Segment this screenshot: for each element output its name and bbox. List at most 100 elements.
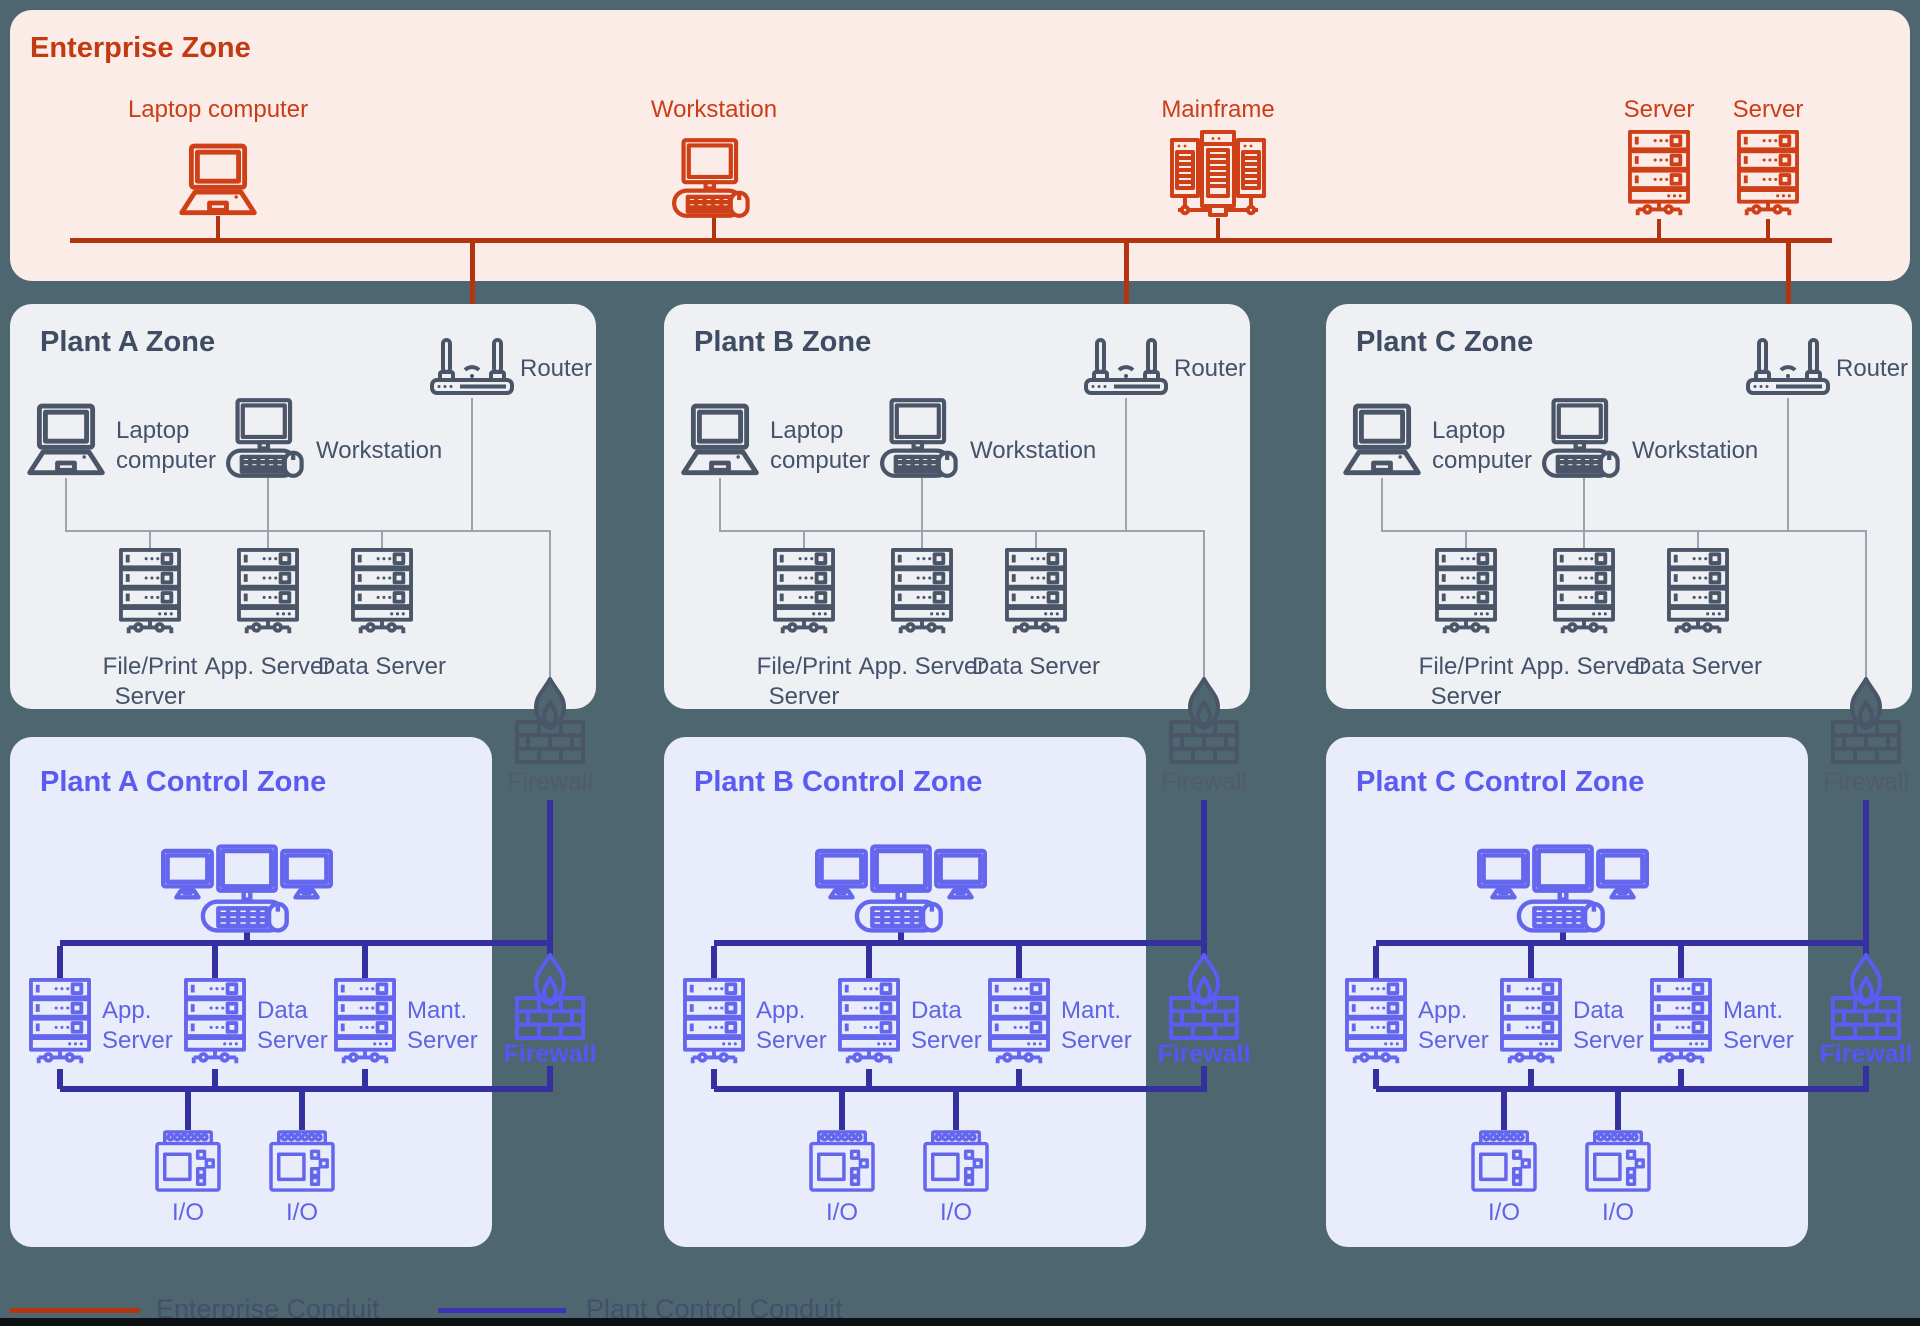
connector-line — [1201, 1066, 1207, 1090]
plant-control-conduit-line — [547, 800, 553, 958]
io-module-icon — [155, 1130, 221, 1192]
connector-line — [1016, 946, 1022, 978]
control-workstation-icon — [1477, 842, 1649, 935]
firewall-icon — [514, 952, 586, 1040]
enterprise-zone: Enterprise Zone Laptop computer Workstat… — [10, 10, 1910, 281]
connector-line — [1863, 1066, 1869, 1090]
server-label: App. Server — [102, 997, 173, 1054]
server-label: File/Print Server — [756, 653, 852, 710]
connector-line — [471, 398, 473, 531]
workstation-icon — [226, 398, 310, 478]
plant-control-conduit-line — [1863, 800, 1869, 958]
device-label: Workstation — [970, 437, 1097, 464]
io-module-icon — [1585, 1130, 1651, 1192]
server-label: Data Server — [317, 653, 447, 680]
laptop-icon — [1336, 402, 1428, 478]
connector-line — [65, 478, 67, 531]
device-label: Server — [1732, 96, 1804, 123]
enterprise-conduit-drop — [1786, 240, 1791, 336]
connector-line — [57, 1069, 63, 1089]
device-label: Server — [1623, 96, 1695, 123]
server-label: Mant. Server — [407, 997, 478, 1054]
server-icon — [836, 978, 902, 1069]
plant-zone-title: Plant A Zone — [40, 326, 216, 358]
firewall-label: Firewall — [1157, 1040, 1251, 1068]
server-label: App. Server — [204, 653, 332, 680]
firewall-label: Firewall — [1819, 1040, 1913, 1068]
server-icon — [1551, 548, 1617, 639]
server-label: App. Server — [858, 653, 986, 680]
connector-line — [866, 946, 872, 978]
enterprise-bus-line — [70, 238, 1832, 243]
firewall-icon — [1830, 952, 1902, 1040]
server-icon — [1498, 978, 1564, 1069]
firewall-label: Firewall — [503, 1040, 597, 1068]
enterprise-conduit-drop — [470, 240, 475, 336]
firewall-label: Firewall — [506, 768, 594, 796]
connector-line — [1615, 1092, 1621, 1130]
laptop-icon — [20, 402, 112, 478]
connector-line — [185, 1092, 191, 1130]
server-label: Data Server — [911, 997, 982, 1054]
device-label: Workstation — [650, 96, 778, 123]
legend-plant-control-swatch — [438, 1308, 566, 1313]
control-zone-title: Plant C Control Zone — [1356, 766, 1645, 798]
firewall-link-line — [1203, 530, 1205, 680]
server-label: Mant. Server — [1723, 997, 1794, 1054]
control-zone-title: Plant B Control Zone — [694, 766, 983, 798]
server-label: File/Print Server — [102, 653, 198, 710]
plant-b-column: Plant B Zone Laptop computer Workstation… — [664, 0, 1251, 1326]
control-zone-title: Plant A Control Zone — [40, 766, 327, 798]
connector-line — [866, 1069, 872, 1089]
connector-line — [547, 1066, 553, 1090]
device-label: Workstation — [316, 437, 443, 464]
device-label: Router — [1174, 355, 1247, 382]
server-icon — [1343, 978, 1409, 1069]
device-label: Workstation — [1632, 437, 1759, 464]
connector-line — [711, 1069, 717, 1089]
connector-line — [1381, 478, 1383, 531]
connector-line — [953, 1092, 959, 1130]
connector-line — [381, 532, 383, 548]
connector-line — [299, 1092, 305, 1130]
device-drop-line — [216, 216, 220, 240]
connector-line — [1016, 1069, 1022, 1089]
io-label: I/O — [939, 1199, 972, 1226]
connector-line — [898, 930, 904, 944]
connector-line — [362, 946, 368, 978]
connector-line — [719, 478, 721, 531]
server-icon — [681, 978, 747, 1069]
laptop-icon — [674, 402, 766, 478]
device-drop-line — [1657, 219, 1661, 240]
connector-line — [803, 532, 805, 548]
io-label: I/O — [1601, 1199, 1634, 1226]
plant-c-column: Plant C Zone Laptop computer Workstation… — [1326, 0, 1913, 1326]
server-label: Data Server — [257, 997, 328, 1054]
io-label: I/O — [285, 1199, 318, 1226]
plant-a-column: Plant A Zone Laptop computer Workstation… — [10, 0, 597, 1326]
io-module-icon — [809, 1130, 875, 1192]
connector-line — [1373, 946, 1379, 978]
io-label: I/O — [825, 1199, 858, 1226]
device-label: Laptop computer — [770, 417, 871, 474]
control-bus-line — [60, 940, 553, 946]
io-module-icon — [269, 1130, 335, 1192]
connector-line — [267, 478, 269, 531]
server-icon — [1648, 978, 1714, 1069]
server-icon — [1003, 548, 1069, 639]
connector-line — [1528, 946, 1534, 978]
io-bus-line — [714, 1086, 1207, 1092]
plant-zone-title: Plant B Zone — [694, 326, 872, 358]
firewall-label: Firewall — [1822, 768, 1910, 796]
server-label: App. Server — [756, 997, 827, 1054]
server-icon — [771, 548, 837, 639]
server-label: Data Server — [1633, 653, 1763, 680]
connector-line — [711, 946, 717, 978]
connector-line — [212, 1069, 218, 1089]
server-icon — [1433, 548, 1499, 639]
device-label: Laptop computer — [1432, 417, 1533, 474]
workstation-icon — [1542, 398, 1626, 478]
connector-line — [149, 532, 151, 548]
server-icon — [117, 548, 183, 639]
